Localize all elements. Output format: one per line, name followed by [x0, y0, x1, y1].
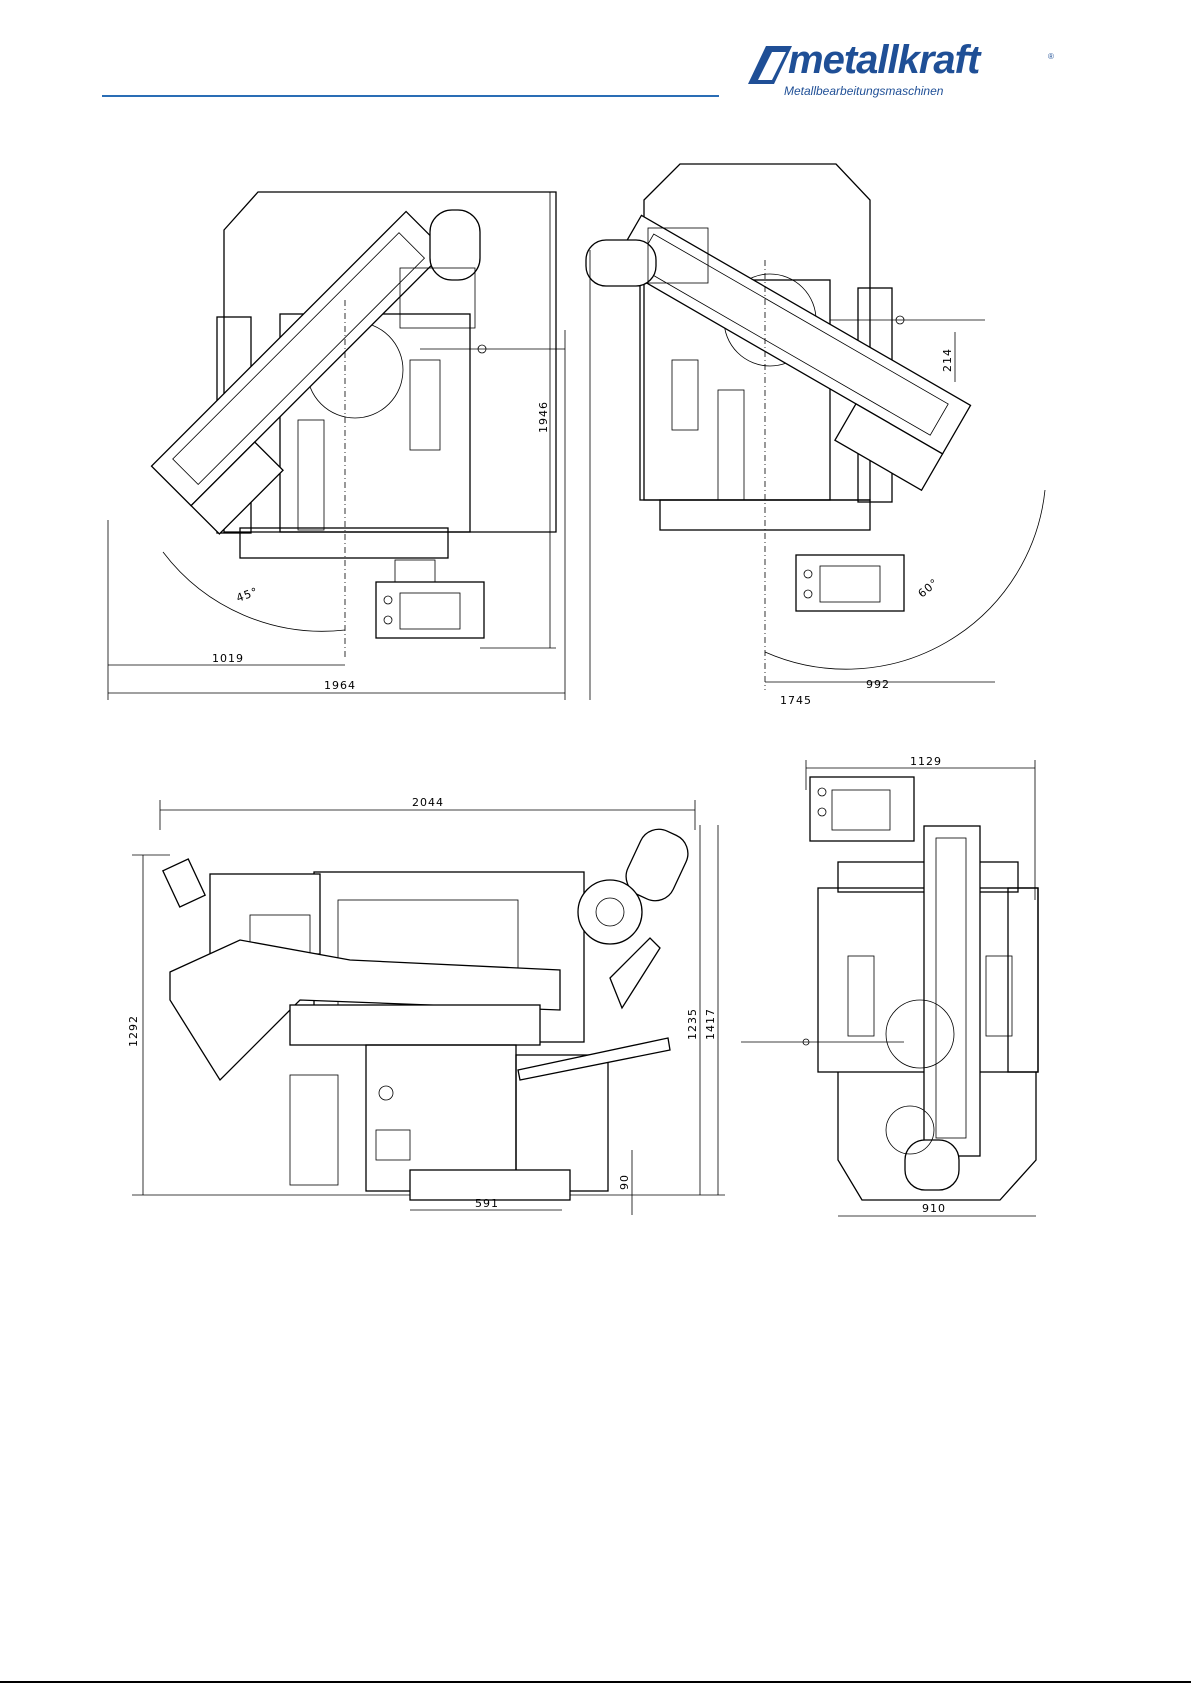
dim-992: 992	[866, 678, 890, 691]
dim-1019: 1019	[212, 652, 244, 665]
dim-1417: 1417	[704, 1008, 717, 1040]
dim-1745: 1745	[780, 694, 812, 707]
view-front: 2044 1292 1235 1417 591 90	[127, 796, 725, 1215]
dim-2044: 2044	[412, 796, 444, 809]
dim-90: 90	[618, 1174, 631, 1190]
view-top-right: 992 1745 214 60°	[586, 164, 1045, 707]
view-top-left: 1019 1964 1946 45°	[108, 192, 565, 700]
dim-1292: 1292	[127, 1015, 140, 1047]
angle-60: 60°	[916, 576, 942, 600]
dim-1129: 1129	[910, 755, 942, 768]
dim-1946: 1946	[537, 401, 550, 433]
footer-rule	[0, 1681, 1191, 1683]
angle-45: 45°	[235, 585, 261, 605]
dim-214: 214	[941, 348, 954, 372]
dim-1235: 1235	[686, 1008, 699, 1040]
dim-910: 910	[922, 1202, 946, 1215]
dim-591: 591	[475, 1197, 499, 1210]
dim-1964: 1964	[324, 679, 356, 692]
view-side: 1129 910	[741, 755, 1038, 1216]
